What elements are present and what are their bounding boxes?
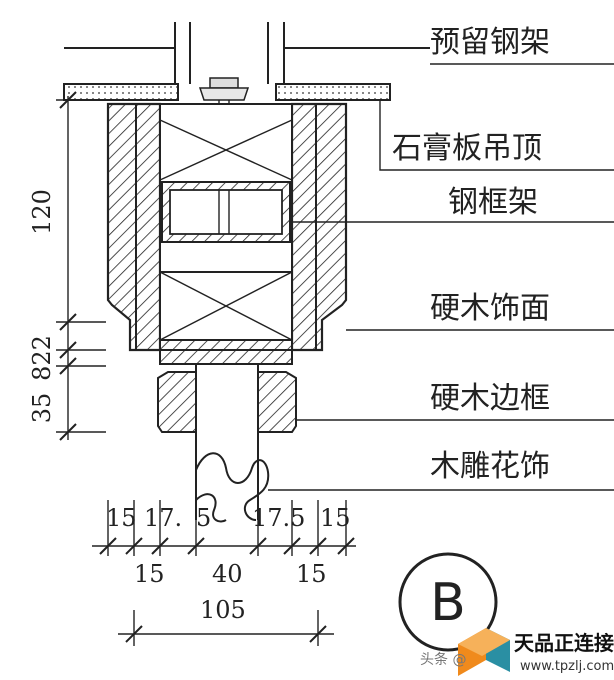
dim-vertical-120: 120 xyxy=(28,189,56,235)
dim-vertical-35: 35 xyxy=(28,393,56,424)
dim-total-105: 105 xyxy=(200,596,246,624)
watermark-url: www.tpzlj.com xyxy=(520,659,614,674)
dim-top-15-left: 15 xyxy=(106,504,137,532)
dim-top-5-left: 5 xyxy=(196,504,211,532)
label-steel-frame: 钢框架 xyxy=(448,185,538,220)
label-wood-carving: 木雕花饰 xyxy=(430,449,550,484)
dim-top-15-right: 15 xyxy=(320,504,351,532)
reserved-steel-frame xyxy=(64,22,430,84)
label-hardwood-finish: 硬木饰面 xyxy=(430,291,550,326)
section-mark-letter: B xyxy=(430,573,466,633)
dim-mid-15-right: 15 xyxy=(296,560,327,588)
section-mark: B xyxy=(398,552,498,652)
watermark-brand: 天品正连接 xyxy=(514,631,614,655)
wood-carving xyxy=(195,452,270,523)
dim-top-17-5-right: 17.5 xyxy=(252,504,305,532)
label-reserved-steel-frame: 预留钢架 xyxy=(430,25,550,60)
overall-dimension-line xyxy=(118,610,334,646)
horizontal-dimension-chain xyxy=(92,500,356,556)
dim-vertical-822: 822 xyxy=(28,335,56,381)
vertical-dimension-line xyxy=(56,91,106,441)
dim-mid-40: 40 xyxy=(212,560,243,588)
watermark: 天品正连接 头条 @ www.tpzlj.com xyxy=(420,628,614,676)
hardwood-finish xyxy=(106,102,348,352)
steel-frame-tube xyxy=(161,181,291,243)
label-gypsum-ceiling: 石膏板吊顶 xyxy=(392,131,542,166)
brand-logo-icon xyxy=(458,628,510,676)
dim-mid-15-left: 15 xyxy=(134,560,165,588)
dim-top-17-left: 17. xyxy=(144,504,182,532)
label-hardwood-border: 硬木边框 xyxy=(430,381,550,416)
callout-leaders xyxy=(268,63,614,491)
hardwood-border xyxy=(157,364,297,520)
watermark-source: 头条 @ xyxy=(420,651,466,668)
gypsum-ceiling-board xyxy=(63,83,391,101)
